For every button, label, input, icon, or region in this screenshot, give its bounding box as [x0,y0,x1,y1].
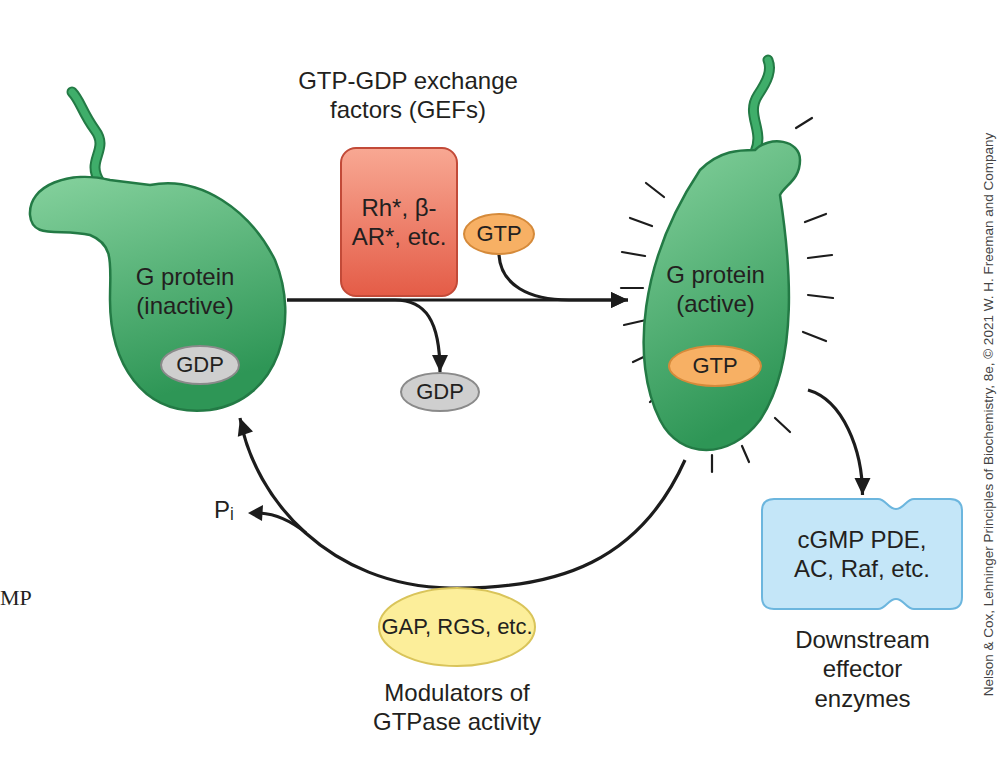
arrowhead [432,355,448,372]
g-protein-active: G protein (active) GTP [628,55,808,460]
gap-oval: GAP, RGS, etc.Modulators of GTPase activ… [377,586,537,736]
node-text: GTP [670,347,760,385]
ray [803,332,826,341]
arrowhead [611,292,628,308]
node-text: cGMP PDE, AC, Raf, etc. [787,495,937,613]
protein-tail [72,92,100,182]
node-text: GTP-GDP exchange factors (GEFs) [278,66,538,125]
node-text: G protein (inactive) [120,262,250,321]
ray [621,287,643,289]
copyright-watermark: Nelson & Cox, Lehninger Principles of Bi… [981,55,996,775]
node-text: GTP [465,215,533,253]
node-text: GDP [162,347,238,383]
ray [808,295,833,298]
ray [808,255,832,258]
node-text: Downstream effector enzymes [785,625,940,713]
node-text: GDP [402,374,478,410]
connector [808,390,871,495]
connector-line [499,255,628,300]
connector [499,255,628,308]
ray [622,252,645,256]
phosphate-release-arrow [260,513,306,533]
node-text: Rh*, β-AR*, etc. [348,148,450,296]
gdp-oval: GDP [160,345,240,385]
ray [630,218,652,226]
gdp-oval: GDP [400,372,480,412]
ray [775,418,790,432]
node-text: G protein (active) [648,260,783,319]
gef-rect [341,148,457,296]
ray [805,214,826,222]
arrowhead [248,505,263,521]
protein-body [30,177,285,411]
arrowhead [855,478,871,495]
protein-tail [753,60,769,152]
activity-rays [621,118,833,472]
cut-off-text: MP [0,585,32,611]
protein-body [644,141,800,450]
arrowhead [611,292,628,308]
g-protein-inactive: G protein (inactive) GDP [25,88,287,418]
connector [287,300,448,372]
connector-line [287,300,440,372]
connector-line [240,418,685,588]
node-text: GAP, RGS, etc. [377,586,537,668]
gef-box: GTP-GDP exchange factors (GEFs)Rh*, β-AR… [340,66,458,300]
protein-tail [753,60,769,152]
ray [711,455,713,472]
ray [796,118,812,128]
connector-line [808,390,863,495]
phosphate-label: Pᵢ [214,496,234,524]
gtp-oval: GTP [463,213,535,255]
protein-tail [72,92,100,182]
gtp-oval: GTP [668,345,762,387]
ray [646,183,664,197]
node-text: Modulators of GTPase activity [347,678,567,737]
connector [238,418,685,588]
node-outline [628,55,808,460]
effector-shape [762,499,962,609]
node-outline [25,88,287,418]
ray [624,320,646,325]
arrowhead [238,418,253,437]
ray [742,446,749,462]
effector-box: cGMP PDE, AC, Raf, etc. Downstream effect… [760,495,965,720]
